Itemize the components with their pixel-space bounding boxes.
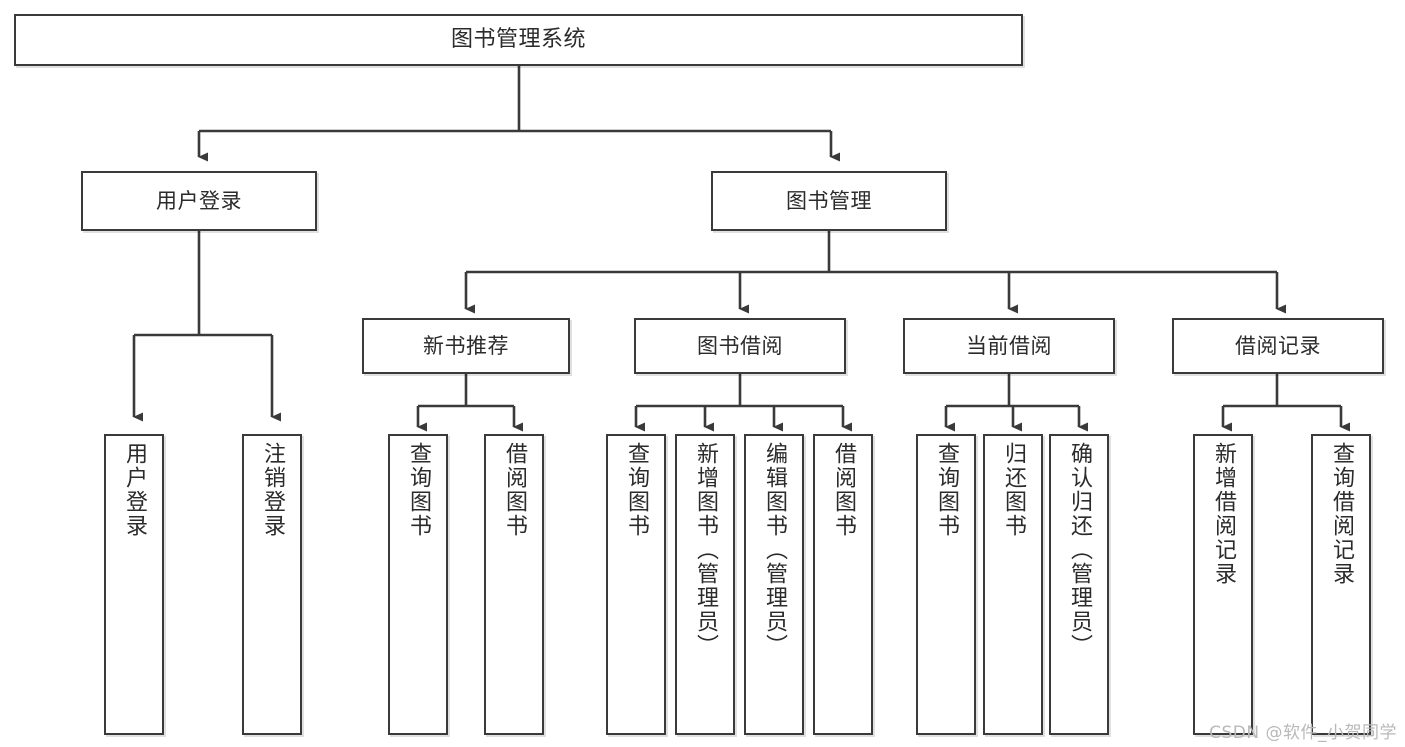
- node-root-label: 图书管理系统: [450, 27, 586, 53]
- node-leaf-bb-query-book-label: 查询图书: [624, 442, 649, 538]
- node-leaf-cb-confirm-return-label: 确认归还（管理员）: [1067, 442, 1092, 658]
- node-leaf-br-query-record[interactable]: 查询借阅记录: [1311, 434, 1371, 735]
- node-leaf-user-logout[interactable]: 注销登录: [242, 434, 302, 735]
- node-leaf-bb-edit-book[interactable]: 编辑图书（管理员）: [744, 434, 804, 735]
- node-leaf-cb-return-book[interactable]: 归还图书: [983, 434, 1043, 735]
- node-leaf-user-login-label: 用户登录: [122, 442, 147, 538]
- node-book-borrow-label: 图书借阅: [697, 333, 783, 358]
- node-root[interactable]: 图书管理系统: [14, 14, 1023, 66]
- node-leaf-br-add-record-label: 新增借阅记录: [1211, 442, 1236, 586]
- node-current-borrow[interactable]: 当前借阅: [903, 318, 1115, 374]
- node-leaf-br-add-record[interactable]: 新增借阅记录: [1193, 434, 1253, 735]
- node-leaf-rec-query-book[interactable]: 查询图书: [388, 434, 448, 735]
- csdn-watermark: CSDN @软件_小贺同学: [1209, 723, 1397, 743]
- node-leaf-br-query-record-label: 查询借阅记录: [1329, 442, 1354, 586]
- node-leaf-user-logout-label: 注销登录: [260, 442, 285, 538]
- node-borrow-record[interactable]: 借阅记录: [1172, 318, 1384, 374]
- node-leaf-bb-edit-book-label: 编辑图书（管理员）: [762, 442, 787, 658]
- node-book-borrow[interactable]: 图书借阅: [634, 318, 846, 374]
- node-leaf-rec-borrow-book[interactable]: 借阅图书: [484, 434, 544, 735]
- node-user-login-label: 用户登录: [156, 188, 242, 213]
- node-new-book-rec-label: 新书推荐: [423, 333, 509, 358]
- node-leaf-cb-confirm-return[interactable]: 确认归还（管理员）: [1049, 434, 1109, 735]
- node-leaf-rec-borrow-book-label: 借阅图书: [502, 442, 527, 538]
- node-book-manage[interactable]: 图书管理: [711, 171, 947, 231]
- node-leaf-bb-borrow-book-label: 借阅图书: [831, 442, 856, 538]
- node-new-book-rec[interactable]: 新书推荐: [362, 318, 570, 374]
- node-leaf-bb-borrow-book[interactable]: 借阅图书: [813, 434, 873, 735]
- node-leaf-bb-query-book[interactable]: 查询图书: [606, 434, 666, 735]
- node-leaf-cb-query-book[interactable]: 查询图书: [916, 434, 976, 735]
- node-user-login[interactable]: 用户登录: [81, 171, 317, 231]
- node-leaf-cb-return-book-label: 归还图书: [1001, 442, 1026, 538]
- node-leaf-bb-add-book-label: 新增图书（管理员）: [693, 442, 718, 658]
- node-leaf-cb-query-book-label: 查询图书: [934, 442, 959, 538]
- node-leaf-bb-add-book[interactable]: 新增图书（管理员）: [675, 434, 735, 735]
- node-book-manage-label: 图书管理: [786, 188, 872, 213]
- node-leaf-user-login[interactable]: 用户登录: [104, 434, 164, 735]
- node-borrow-record-label: 借阅记录: [1235, 333, 1321, 358]
- node-leaf-rec-query-book-label: 查询图书: [406, 442, 431, 538]
- node-current-borrow-label: 当前借阅: [966, 333, 1052, 358]
